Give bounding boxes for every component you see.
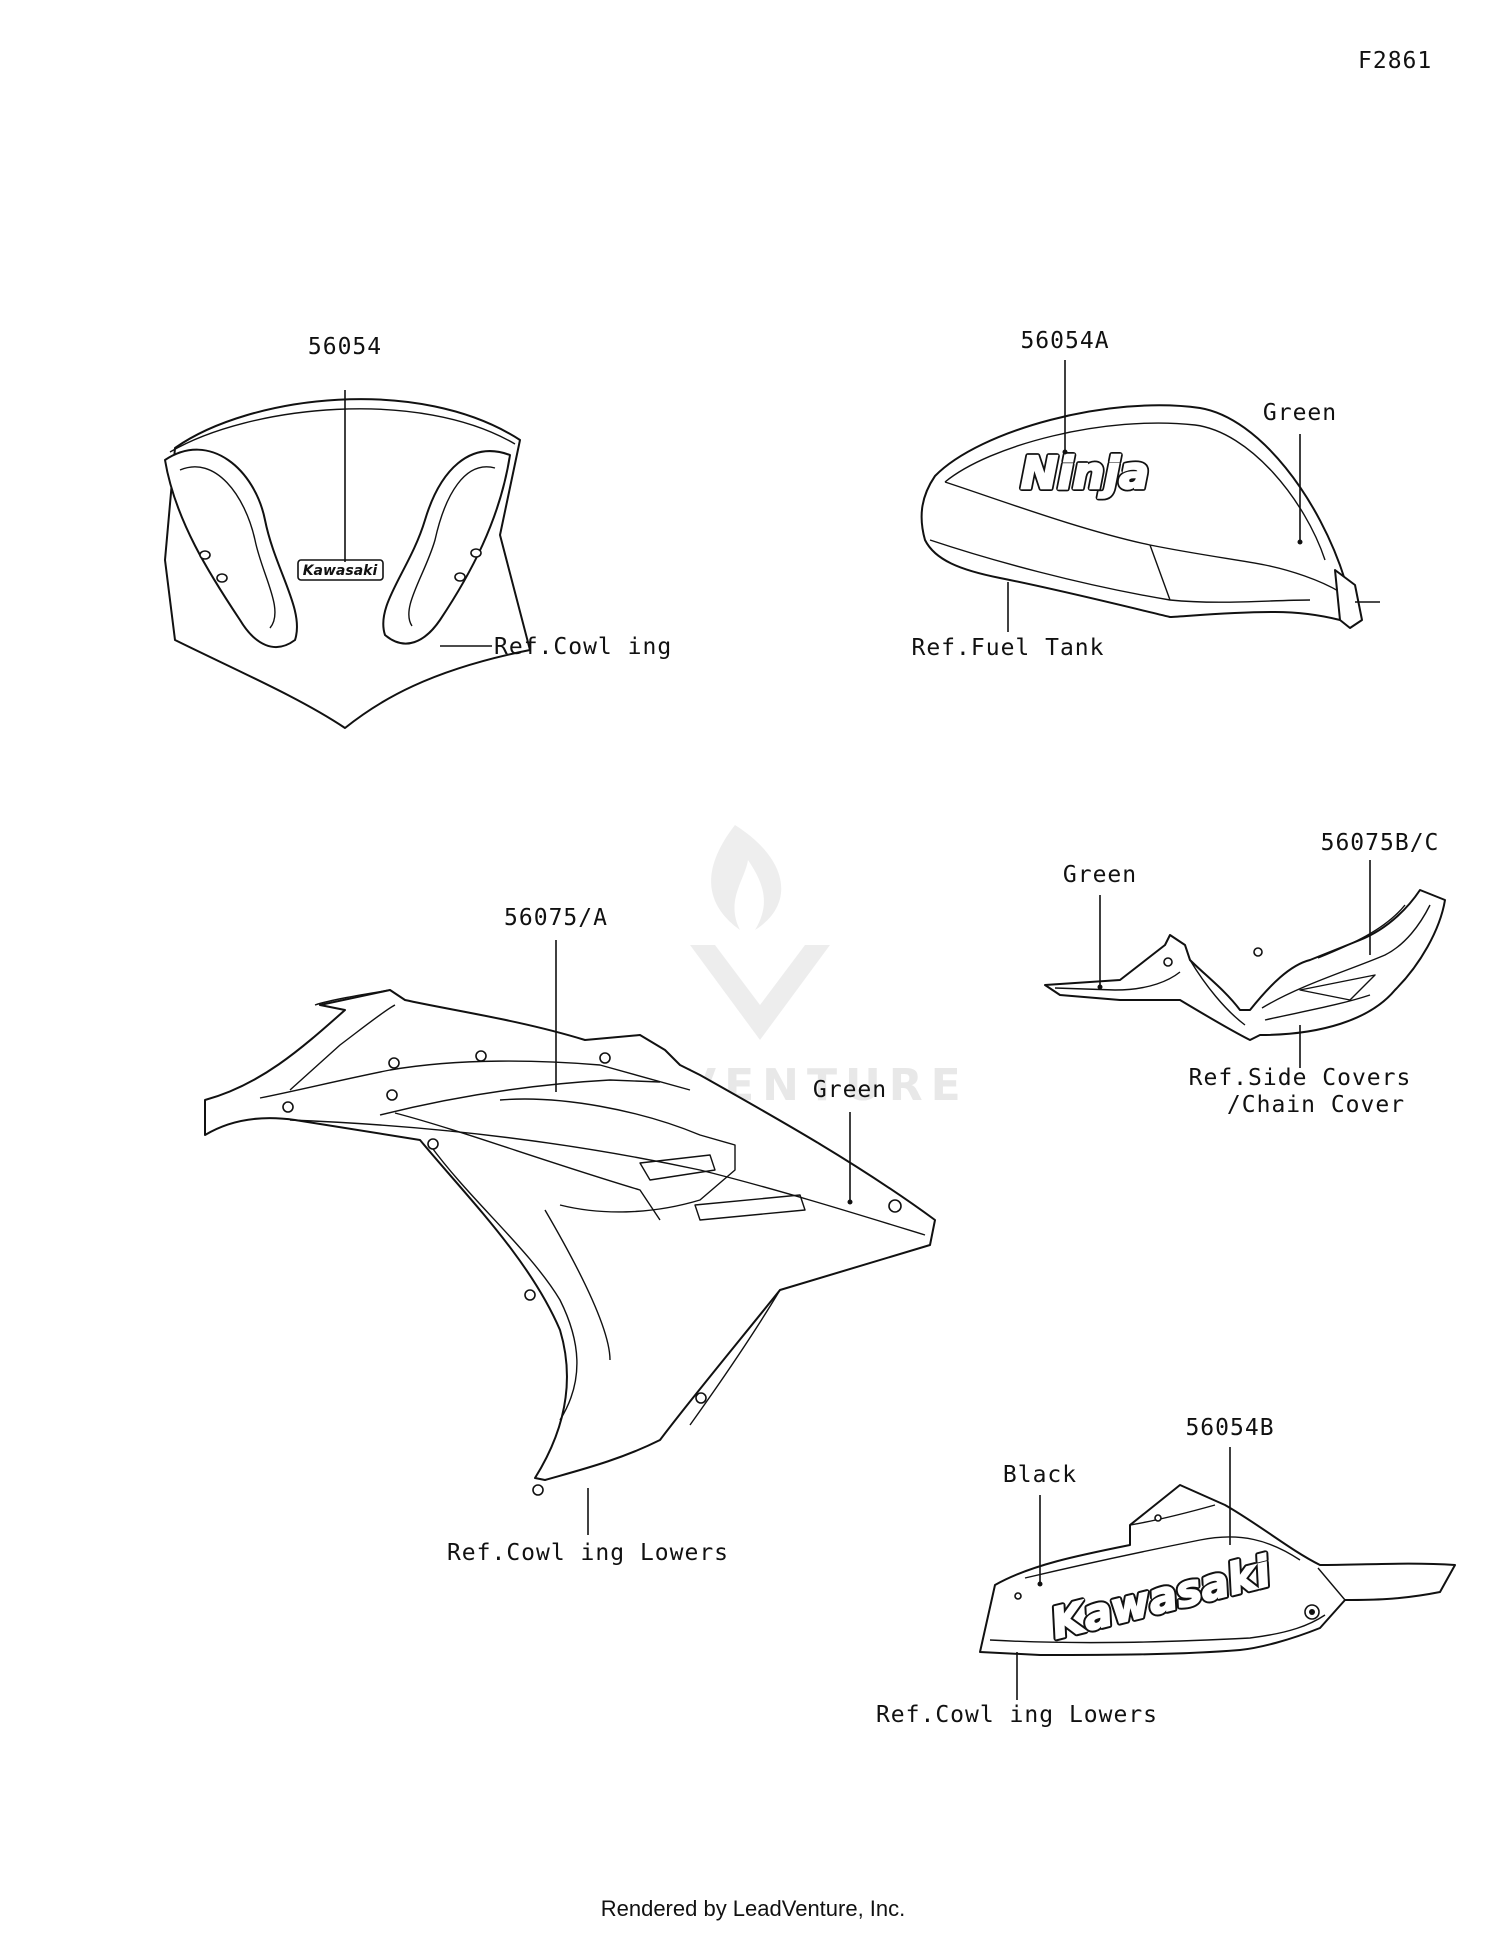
part-number-56075A[interactable]: 56075/A — [504, 905, 608, 931]
ref-chain-cover-label[interactable]: /Chain Cover — [1227, 1092, 1405, 1118]
side-color-label[interactable]: Green — [1063, 862, 1137, 888]
part-number-56054B[interactable]: 56054B — [1185, 1415, 1274, 1441]
tank-color-label[interactable]: Green — [1263, 400, 1337, 426]
lower-color-label[interactable]: Black — [1003, 1462, 1077, 1488]
lower-cowl-assembly[interactable]: Kawasaki Kawasaki 56054B Black Ref.Cowl … — [876, 1415, 1456, 1728]
part-number-56054A[interactable]: 56054A — [1020, 328, 1109, 354]
ref-lower-cowling-label[interactable]: Ref.Cowl ing Lowers — [876, 1702, 1158, 1728]
cowl-color-label[interactable]: Green — [813, 1077, 887, 1103]
ref-cowling-label[interactable]: Ref.Cowl ing — [494, 634, 672, 660]
ninja-decal-outline: Ninja — [1021, 448, 1149, 499]
footer-credit: Rendered by LeadVenture, Inc. — [601, 1896, 906, 1921]
kawasaki-decal-windshield: Kawasaki — [297, 559, 384, 581]
diagram-id: F2861 — [1358, 48, 1432, 74]
part-number-56054[interactable]: 56054 — [308, 334, 382, 360]
part-number-56075BC[interactable]: 56075B/C — [1321, 830, 1440, 856]
ref-fuel-tank-label[interactable]: Ref.Fuel Tank — [911, 635, 1104, 661]
windshield-assembly[interactable]: Kawasaki 56054 Ref.Cowl ing — [164, 334, 672, 729]
ref-side-covers-label[interactable]: Ref.Side Covers — [1189, 1065, 1412, 1091]
windshield-decal-text: Kawasaki — [303, 563, 378, 579]
ninja-decal: Ninja Ninja — [1018, 445, 1152, 502]
fuel-tank-assembly[interactable]: Ninja Ninja 56054A Green Ref.Fuel Tank — [911, 328, 1380, 661]
ninja-decal-text: Ninja — [1021, 448, 1149, 499]
side-cover-assembly[interactable]: 56075B/C Green Ref.Side Covers /Chain Co… — [1044, 830, 1446, 1118]
ref-cowling-lowers-label[interactable]: Ref.Cowl ing Lowers — [447, 1540, 729, 1566]
side-cowl-assembly[interactable]: 56075/A Green Ref.Cowl ing Lowers — [204, 905, 936, 1566]
